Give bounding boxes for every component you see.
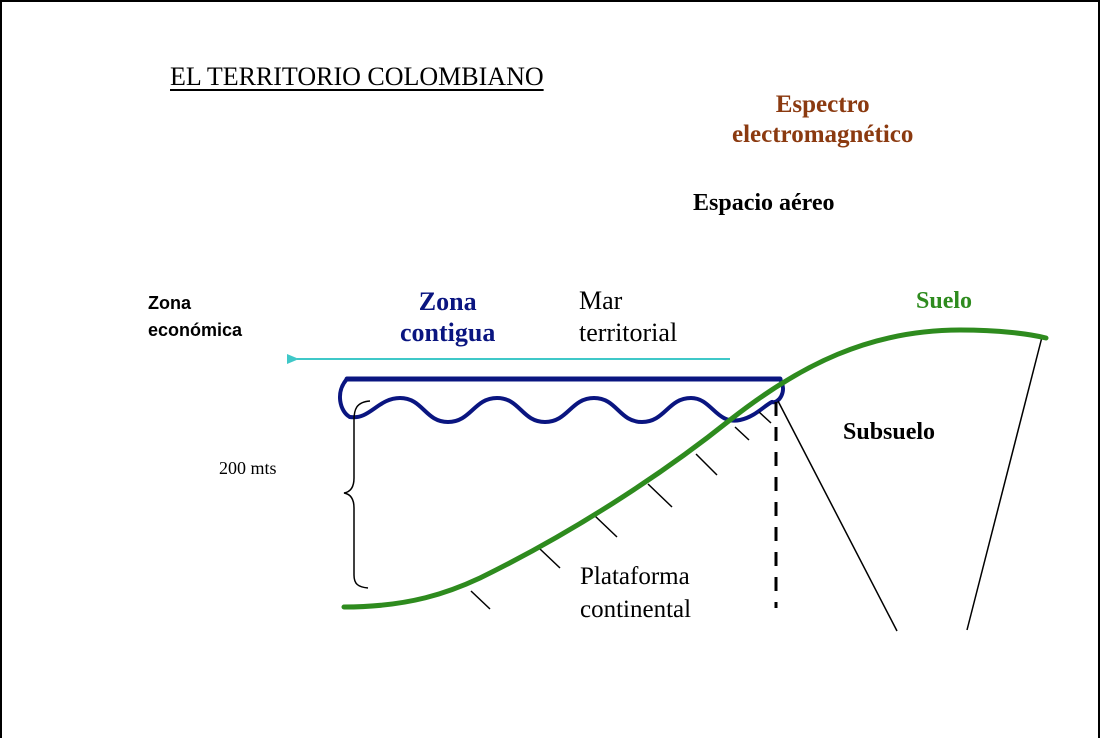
depth-label: 200 mts xyxy=(219,458,277,478)
sea-wave-line xyxy=(348,395,774,425)
mar-territorial-line-1: Mar xyxy=(579,286,623,315)
depth-brace xyxy=(343,400,371,589)
espacio-aereo-label: Espacio aéreo xyxy=(693,190,835,216)
zona-contigua-line-1: Zona xyxy=(418,287,477,316)
espectro-line-1: Espectro xyxy=(775,91,870,118)
mar-territorial-line-2: territorial xyxy=(579,318,678,347)
plataforma-line-2: continental xyxy=(580,596,692,623)
zona-economica-line-2: económica xyxy=(148,320,243,340)
espectro-line-2: electromagnético xyxy=(732,121,914,148)
mar-territorial-label: Mar territorial xyxy=(579,285,677,355)
plataforma-line-1: Plataforma xyxy=(580,563,690,590)
zona-contigua-line-2: contigua xyxy=(400,318,496,347)
subsuelo-label: Subsuelo xyxy=(843,419,936,445)
page-title: EL TERRITORIO COLOMBIANO xyxy=(170,62,544,91)
subsuelo-left-line xyxy=(777,400,898,632)
zona-economica-label: Zona económica xyxy=(148,290,242,344)
plataforma-continental-label: Plataforma continental xyxy=(580,560,691,626)
espectro-electromagnetico-label: Espectro electromagnético xyxy=(732,89,913,153)
suelo-label: Suelo xyxy=(916,288,973,308)
zona-economica-line-1: Zona xyxy=(148,293,191,313)
slope-hatching xyxy=(470,411,772,610)
suelo-ground-line xyxy=(341,327,1049,610)
zona-contigua-label: Zona contigua xyxy=(400,286,495,350)
sea-left-curl xyxy=(338,377,352,419)
subsuelo-right-line xyxy=(966,336,1043,631)
